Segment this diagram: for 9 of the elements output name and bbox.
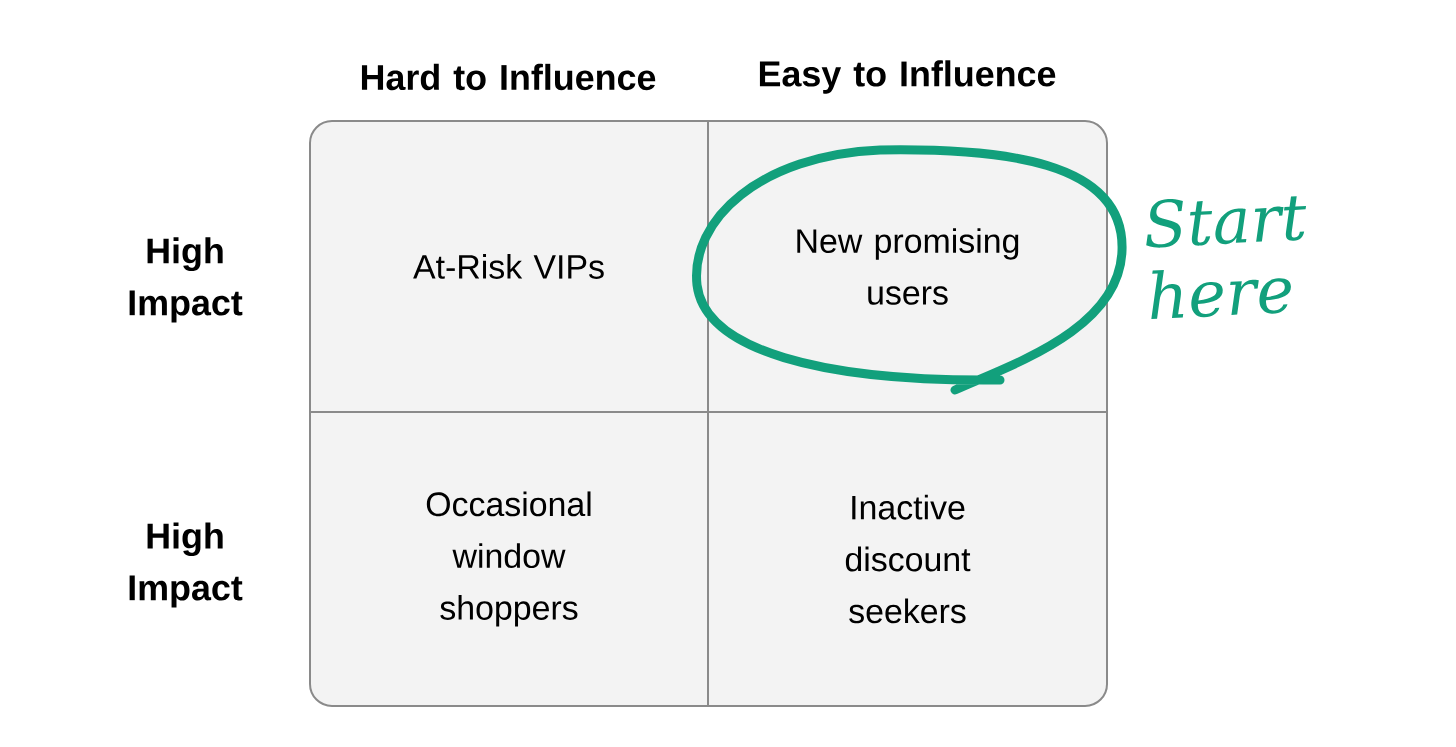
row-header: High Impact xyxy=(129,522,243,608)
matrix-cell: New promising users xyxy=(707,120,1108,413)
matrix-cell: At-Risk VIPs xyxy=(309,120,709,413)
matrix-cell: Inactive discount seekers xyxy=(707,411,1108,707)
handwritten-note: Start here xyxy=(1146,196,1307,320)
column-header: Hard to Influence xyxy=(361,63,656,91)
matrix-cell: Occasional window shoppers xyxy=(309,411,709,707)
column-header: Easy to Influence xyxy=(759,60,1056,94)
row-header: High Impact xyxy=(129,237,243,323)
